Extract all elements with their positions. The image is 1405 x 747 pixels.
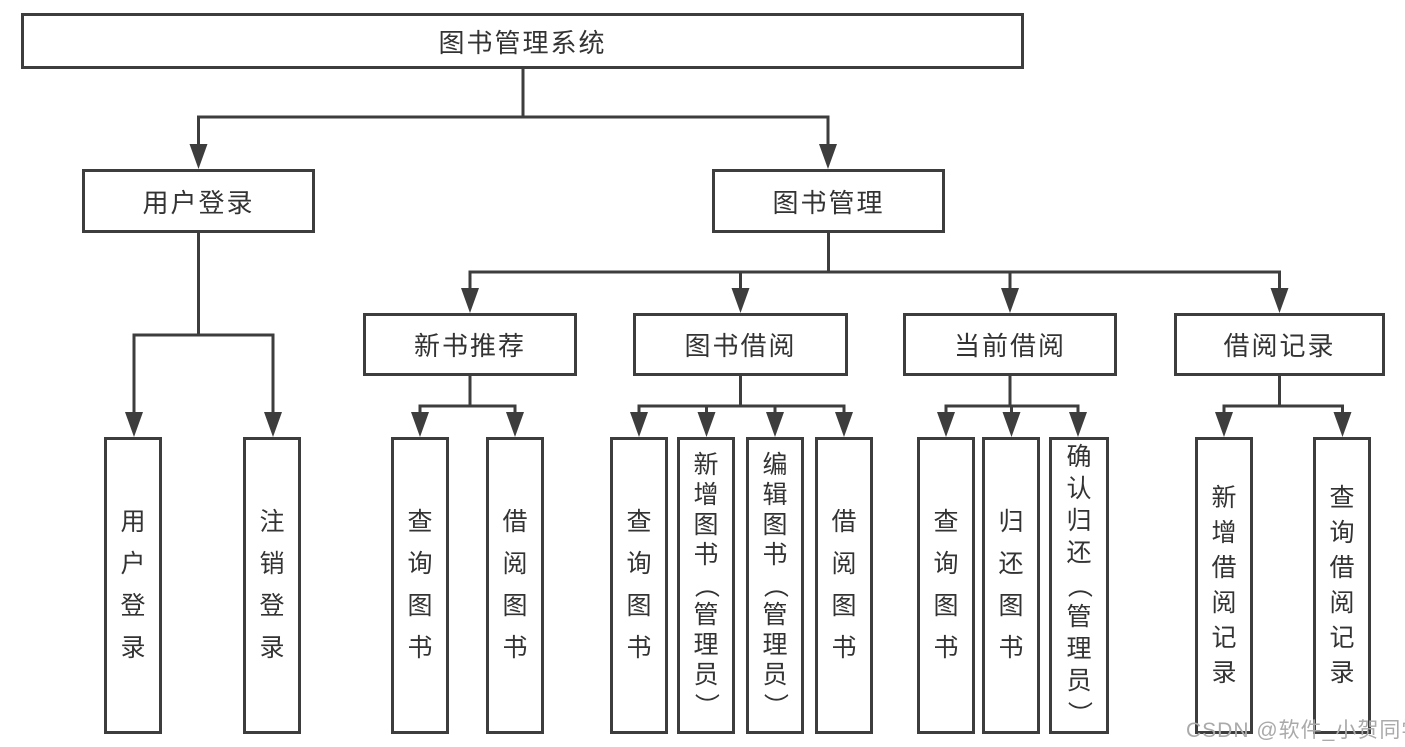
root-node-label: 图书管理系统 [438,27,607,58]
root-node-library-system: 图书管理系统 [21,13,1024,69]
leaf-add-books-admin-label: 新增图书（管理员） [692,451,721,719]
csdn-watermark: CSDN @软件_小贺同学 [1186,719,1405,742]
node-new-book-recommend-label: 新书推荐 [413,331,526,361]
leaf-query-books-borrow: 查询图书 [610,437,668,734]
leaf-edit-books-admin-label: 编辑图书（管理员） [761,451,790,719]
node-user-login: 用户登录 [82,169,315,233]
leaf-query-books-recommend: 查询图书 [391,437,449,734]
leaf-logout-label: 注销登录 [259,508,285,662]
leaf-add-books-admin: 新增图书（管理员） [677,437,735,734]
leaf-return-books-label: 归还图书 [998,508,1024,662]
node-book-borrow: 图书借阅 [633,313,848,376]
leaf-user-login-label: 用户登录 [120,508,146,662]
leaf-logout: 注销登录 [243,437,301,734]
node-book-management-label: 图书管理 [772,187,885,218]
leaf-return-books: 归还图书 [982,437,1040,734]
node-borrow-records: 借阅记录 [1174,313,1385,376]
leaf-query-borrow-record-label: 查询借阅记录 [1329,483,1355,687]
node-borrow-records-label: 借阅记录 [1223,331,1336,361]
leaf-confirm-return-admin: 确认归还（管理员） [1049,437,1109,734]
leaf-query-books-recommend-label: 查询图书 [407,508,433,662]
node-user-login-label: 用户登录 [142,187,255,218]
node-current-borrow-label: 当前借阅 [953,331,1066,361]
leaf-borrow-books-recommend: 借阅图书 [486,437,544,734]
node-book-borrow-label: 图书借阅 [684,331,797,361]
leaf-confirm-return-admin-label: 确认归还（管理员） [1065,443,1094,727]
leaf-borrow-books-recommend-label: 借阅图书 [502,508,528,662]
leaf-add-borrow-record: 新增借阅记录 [1195,437,1253,734]
node-new-book-recommend: 新书推荐 [363,313,577,376]
leaf-add-borrow-record-label: 新增借阅记录 [1211,483,1237,687]
leaf-query-books-borrow-label: 查询图书 [626,508,652,662]
leaf-query-borrow-record: 查询借阅记录 [1313,437,1371,734]
leaf-user-login: 用户登录 [104,437,162,734]
node-current-borrow: 当前借阅 [903,313,1117,376]
node-book-management: 图书管理 [712,169,945,233]
leaf-query-books-current: 查询图书 [917,437,975,734]
leaf-borrow-books: 借阅图书 [815,437,873,734]
leaf-edit-books-admin: 编辑图书（管理员） [746,437,804,734]
leaf-borrow-books-label: 借阅图书 [831,508,857,662]
leaf-query-books-current-label: 查询图书 [933,508,959,662]
